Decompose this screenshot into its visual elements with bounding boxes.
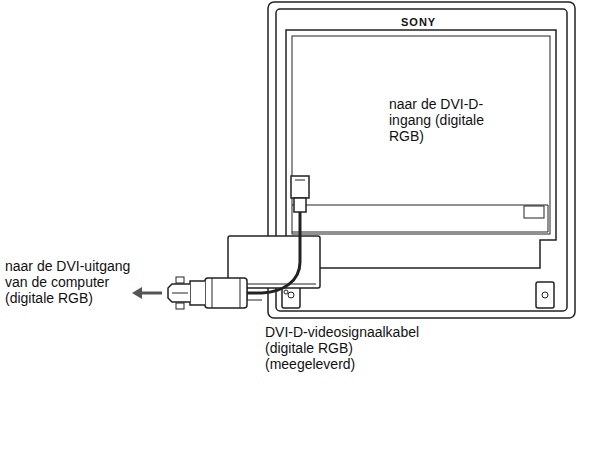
brand-logo: SONY [400, 16, 437, 28]
port-label: naar de DVI-D- ingang (digitale RGB) [388, 96, 502, 144]
cable-label: DVI-D-videosignaalkabel (digitale RGB) (… [264, 324, 446, 372]
connection-label: naar de DVI-uitgang van de computer (dig… [4, 258, 132, 306]
